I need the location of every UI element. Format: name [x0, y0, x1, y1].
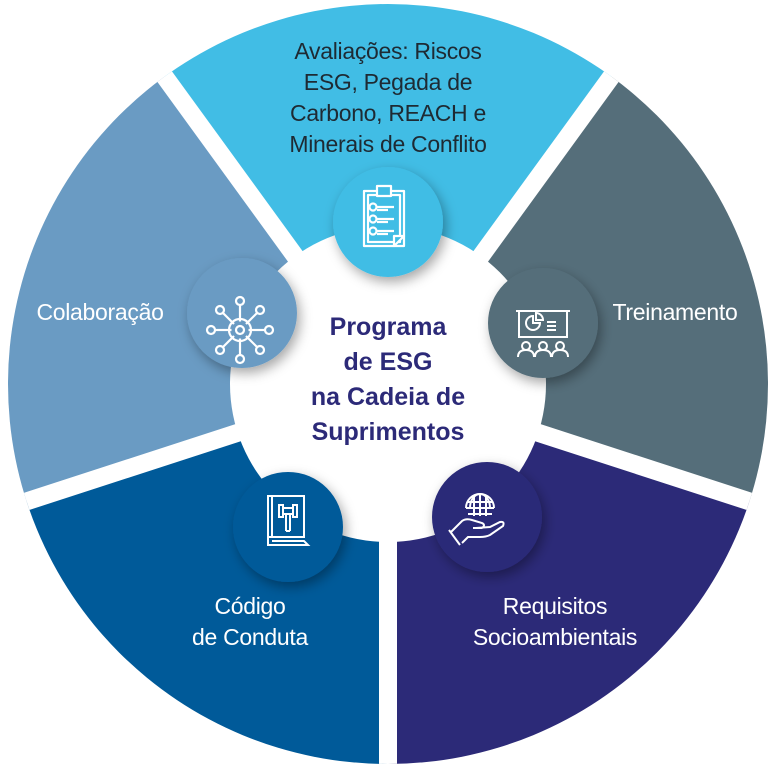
center-title-line: Suprimentos — [311, 418, 465, 446]
network-gear-icon — [205, 295, 275, 365]
icon-badge-requisitos — [432, 462, 542, 572]
segment-label-avaliacoes: Avaliações: Riscos ESG, Pegada de Carbon… — [238, 36, 538, 160]
label-line: Socioambientais — [472, 624, 638, 650]
segment-label-requisitos: Requisitos Socioambientais — [440, 591, 670, 653]
icon-badge-colaboracao — [187, 258, 297, 368]
center-hub — [230, 226, 546, 542]
icon-badge-treinamento — [488, 268, 598, 378]
label-line: ESG, Pegada de — [303, 69, 473, 95]
segment-label-colaboracao: Colaboração — [20, 297, 180, 328]
label-line: Carbono, REACH e — [290, 100, 486, 126]
label-line: Código — [214, 593, 286, 619]
icon-badge-avaliacoes — [333, 167, 443, 277]
segment-colaboracao — [8, 4, 388, 616]
presentation-audience-icon — [516, 310, 570, 358]
label-line: Minerais de Conflito — [289, 131, 487, 157]
segment-requisitos — [388, 384, 768, 764]
label-line: Avaliações: Riscos — [294, 38, 482, 64]
label-line: Requisitos — [502, 593, 608, 619]
center-title-line: na Cadeia de — [310, 383, 466, 411]
segment-codigo — [8, 384, 388, 764]
icon-badge-codigo — [233, 472, 343, 582]
law-book-gavel-icon — [267, 495, 311, 546]
center-title: Programa de ESG na Cadeia de Suprimentos — [288, 310, 488, 450]
segment-label-codigo: Código de Conduta — [160, 591, 340, 653]
segment-avaliacoes — [8, 4, 768, 384]
center-title-line: de ESG — [343, 348, 433, 376]
label-line: de Conduta — [192, 624, 308, 650]
clipboard-checklist-icon — [362, 184, 406, 248]
label-line: Treinamento — [612, 299, 738, 325]
label-line: Colaboração — [36, 299, 164, 325]
center-title-line: Programa — [329, 313, 447, 341]
globe-in-hand-icon — [448, 493, 505, 546]
segment-label-treinamento: Treinamento — [600, 297, 750, 328]
